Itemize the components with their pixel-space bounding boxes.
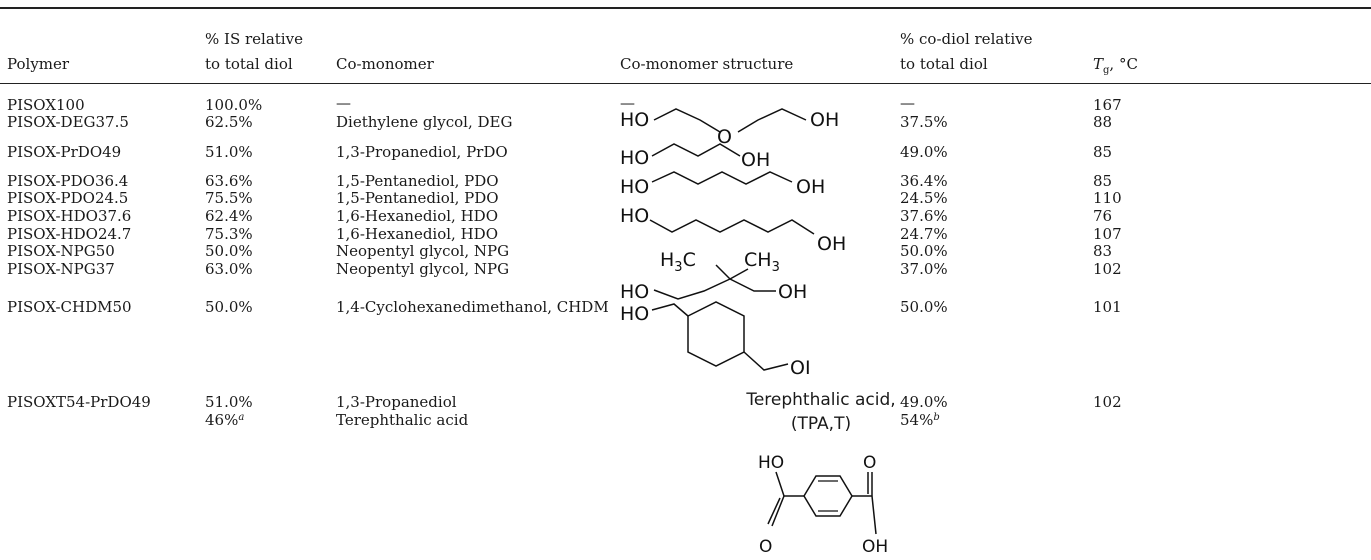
cell-codiol-percent: 37.0% — [900, 260, 948, 278]
header-codiol-line1: % co-diol relative — [900, 30, 1033, 48]
svg-text:OH: OH — [862, 537, 888, 557]
tpa-name-line2: (TPA,T) — [790, 414, 852, 434]
cell-is-percent-tpa: 46%a — [205, 411, 245, 429]
tpa-name-line1: Terephthalic acid, — [746, 390, 896, 410]
cell-tg: 107 — [1093, 225, 1122, 243]
prdo-structure: HO OH — [620, 143, 770, 171]
cell-polymer: PISOX-HDO24.7 — [7, 225, 132, 243]
cell-codiol-percent: 24.5% — [900, 189, 948, 207]
cell-comonomer: 1,3-Propanediol, PrDO — [336, 143, 508, 161]
cell-polymer: PISOX-PDO24.5 — [7, 189, 129, 207]
cell-codiol-percent: 37.5% — [900, 113, 948, 131]
cell-tg: 76 — [1093, 207, 1113, 225]
svg-text:OH: OH — [778, 281, 807, 303]
cell-is-percent: 100.0% — [205, 96, 263, 114]
cell-is-percent: 51.0% — [205, 393, 253, 411]
header-is-relative-line2: to total diol — [205, 55, 293, 73]
cell-tg: 85 — [1093, 172, 1113, 190]
cell-codiol-percent: 49.0% — [900, 143, 948, 161]
svg-text:OH: OH — [810, 109, 839, 131]
cell-polymer: PISOXT54-PrDO49 — [7, 393, 151, 411]
cell-tg: 102 — [1093, 260, 1122, 278]
cell-polymer: PISOX-PDO36.4 — [7, 172, 129, 190]
chdm-structure: HO OI — [620, 301, 811, 379]
svg-text:H3C: H3C — [660, 249, 696, 275]
npg-structure: H3C CH3 HO OH — [620, 249, 807, 303]
cell-is-percent: 75.3% — [205, 225, 253, 243]
cell-codiol-percent: 50.0% — [900, 242, 948, 260]
cell-polymer: PISOX-PrDO49 — [7, 143, 122, 161]
tpa-structure: HO O O OH — [758, 453, 888, 557]
cell-polymer: PISOX100 — [7, 96, 85, 114]
cell-tg: 85 — [1093, 143, 1113, 161]
header-is-relative-line1: % IS relative — [205, 30, 303, 48]
svg-text:OH: OH — [817, 233, 846, 255]
svg-text:OH: OH — [741, 149, 770, 171]
svg-text:HO: HO — [620, 303, 649, 325]
cell-comonomer-tpa: Terephthalic acid — [336, 411, 469, 429]
cell-comonomer: Diethylene glycol, DEG — [336, 113, 513, 131]
svg-text:OI: OI — [790, 357, 811, 379]
cell-is-percent: 63.6% — [205, 172, 253, 190]
cell-codiol-percent: 37.6% — [900, 207, 948, 225]
cell-is-percent: 75.5% — [205, 189, 253, 207]
cell-comonomer: 1,3-Propanediol — [336, 393, 457, 411]
cell-comonomer: 1,5-Pentanediol, PDO — [336, 172, 499, 190]
cell-comonomer: 1,6-Hexanediol, HDO — [336, 225, 498, 243]
cell-tg: 167 — [1093, 96, 1122, 114]
cell-codiol-percent: 24.7% — [900, 225, 948, 243]
cell-tg: 102 — [1093, 393, 1122, 411]
hdo-structure: HO OH — [620, 205, 846, 255]
cell-is-percent: 62.5% — [205, 113, 253, 131]
cell-codiol-percent: 50.0% — [900, 298, 948, 316]
svg-text:O: O — [717, 126, 732, 146]
pdo-structure: HO OH — [620, 171, 825, 198]
cell-is-percent: 63.0% — [205, 260, 253, 278]
cell-codiol-percent: 36.4% — [900, 172, 948, 190]
header-comonomer: Co-monomer — [336, 55, 434, 73]
cell-is-percent: 50.0% — [205, 242, 253, 260]
table-top-rule — [0, 7, 1371, 9]
cell-comonomer: Neopentyl glycol, NPG — [336, 242, 510, 260]
cell-codiol-percent-tpa: 54%b — [900, 411, 940, 429]
svg-text:HO: HO — [620, 281, 649, 303]
svg-text:HO: HO — [620, 109, 649, 131]
svg-text:HO: HO — [620, 147, 649, 169]
cell-is-percent: 62.4% — [205, 207, 253, 225]
cell-is-percent: 50.0% — [205, 298, 253, 316]
cell-comonomer: 1,5-Pentanediol, PDO — [336, 189, 499, 207]
cell-comonomer: 1,4-Cyclohexanedimethanol, CHDM — [336, 298, 609, 316]
svg-text:CH3: CH3 — [744, 249, 780, 275]
cell-polymer: PISOX-HDO37.6 — [7, 207, 132, 225]
svg-text:OH: OH — [796, 176, 825, 198]
header-polymer: Polymer — [7, 55, 70, 73]
cell-tg: 83 — [1093, 242, 1113, 260]
cell-tg: 110 — [1093, 189, 1122, 207]
deg-structure: HO O OH — [620, 108, 839, 146]
cell-comonomer: 1,6-Hexanediol, HDO — [336, 207, 498, 225]
cell-codiol-percent: 49.0% — [900, 393, 948, 411]
cell-comonomer: Neopentyl glycol, NPG — [336, 260, 510, 278]
cell-tg: 101 — [1093, 298, 1122, 316]
cell-polymer: PISOX-DEG37.5 — [7, 113, 129, 131]
cell-codiol-percent: — — [900, 94, 915, 112]
svg-text:HO: HO — [758, 453, 784, 473]
header-comonomer-structure: Co-monomer structure — [620, 55, 794, 73]
cell-polymer: PISOX-NPG37 — [7, 260, 115, 278]
cell-tg: 88 — [1093, 113, 1113, 131]
table-header-rule — [0, 83, 1371, 84]
header-codiol-line2: to total diol — [900, 55, 988, 73]
cell-polymer: PISOX-CHDM50 — [7, 298, 132, 316]
svg-text:O: O — [759, 537, 772, 557]
svg-text:HO: HO — [620, 176, 649, 198]
cell-structure: — — [620, 94, 635, 112]
svg-text:O: O — [863, 453, 876, 473]
cell-is-percent: 51.0% — [205, 143, 253, 161]
header-tg: Tg, °C — [1093, 55, 1138, 77]
svg-text:HO: HO — [620, 205, 649, 227]
cell-comonomer: — — [336, 94, 351, 112]
cell-polymer: PISOX-NPG50 — [7, 242, 115, 260]
